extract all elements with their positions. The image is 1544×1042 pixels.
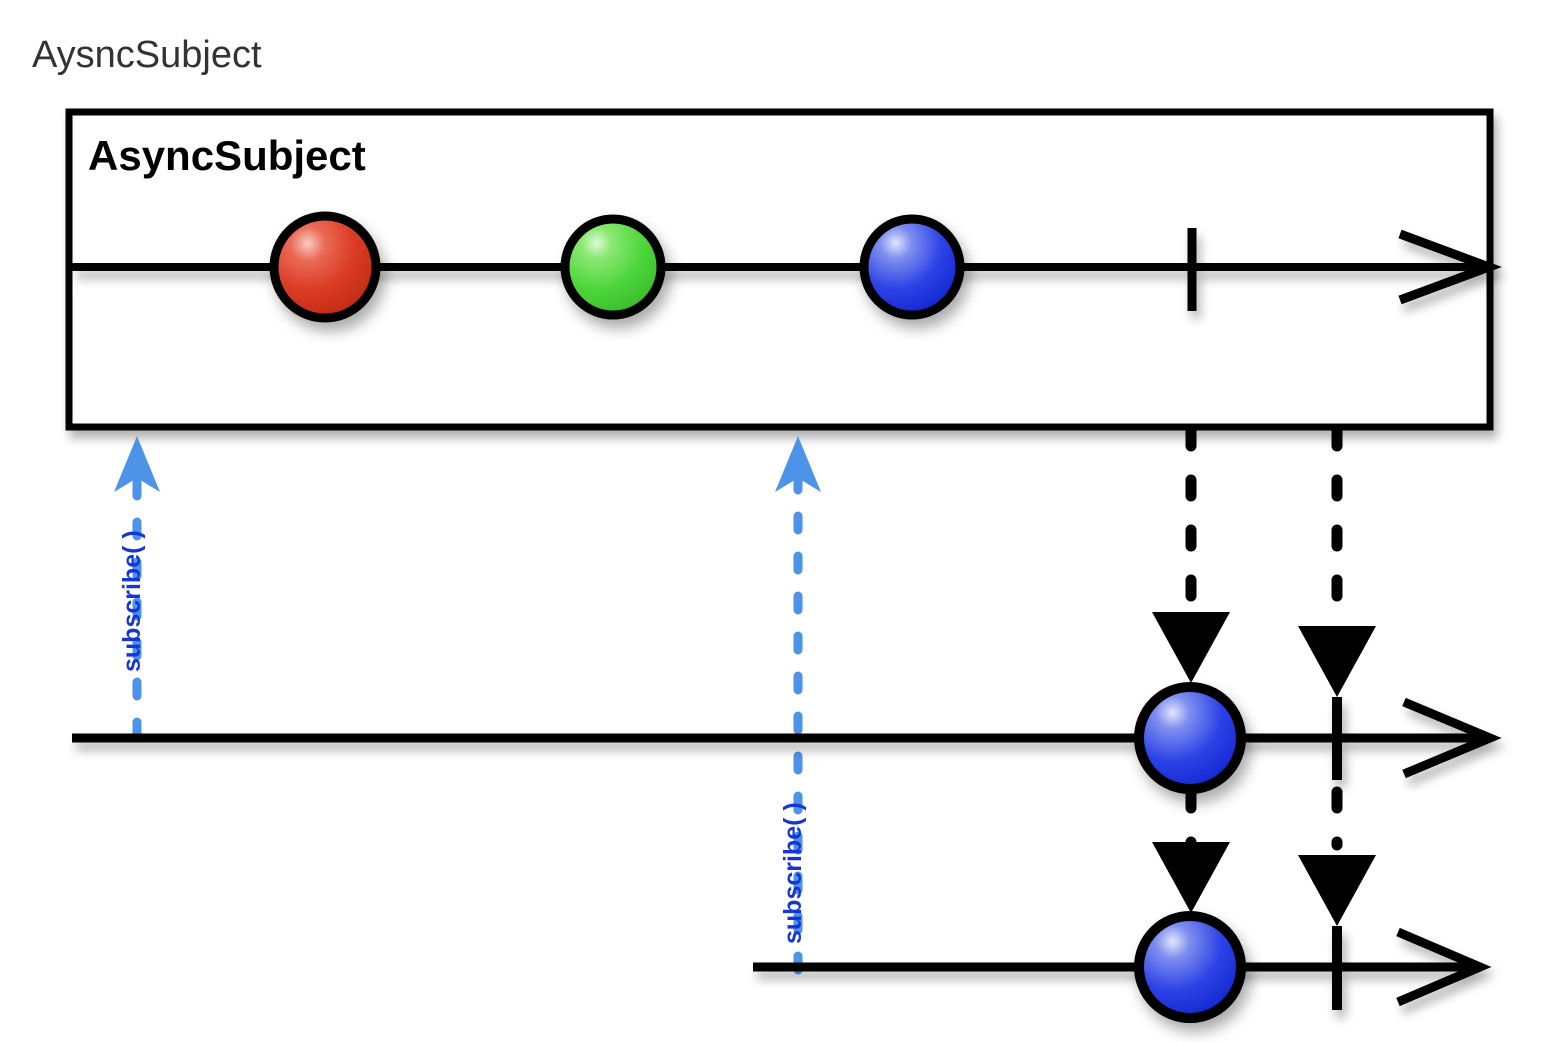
emission-link-complete-1-head xyxy=(1298,626,1376,697)
blue-marble-source xyxy=(859,214,965,320)
subscribe-arrow-1 xyxy=(114,436,160,741)
emission-link-value-1-head xyxy=(1152,612,1230,683)
emission-link-value-1 xyxy=(1152,424,1230,683)
emission-link-complete-2 xyxy=(1298,786,1376,926)
subscribe-label-1: subscribe( ) xyxy=(118,530,146,672)
subscribe-arrow-2-head xyxy=(775,436,821,492)
operator-box-heading: AsyncSubject xyxy=(88,132,366,179)
source-timeline-arrowhead xyxy=(1398,229,1502,305)
emission-link-value-2 xyxy=(1152,786,1230,913)
emission-link-value-2-head xyxy=(1152,842,1230,913)
red-marble xyxy=(269,211,381,323)
emission-link-complete-1 xyxy=(1298,424,1376,697)
subscriber-1-timeline xyxy=(72,697,1502,780)
emission-link-complete-2-head xyxy=(1298,855,1376,926)
blue-marble-subscriber-2 xyxy=(1134,911,1246,1023)
subscriber-1-timeline-arrowhead xyxy=(1402,697,1502,779)
subscribe-arrow-1-head xyxy=(114,436,160,492)
subscribe-label-2: subscribe( ) xyxy=(779,802,807,944)
subscribe-arrow-2 xyxy=(775,436,821,975)
blue-marble-subscriber-1 xyxy=(1134,682,1246,794)
subscriber-2-timeline-arrowhead xyxy=(1396,927,1492,1007)
subscriber-2-timeline xyxy=(753,926,1492,1010)
green-marble xyxy=(560,214,666,320)
page-title: AysncSubject xyxy=(32,34,262,76)
